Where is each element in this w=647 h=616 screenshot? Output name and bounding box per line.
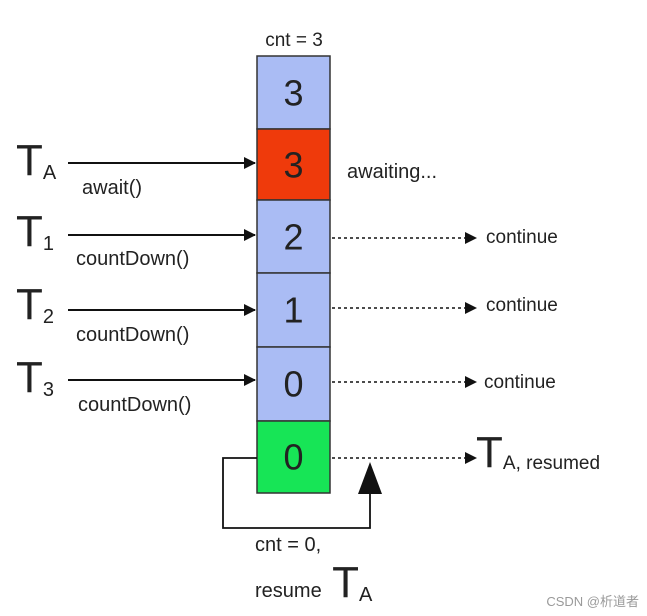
resume-loop-arrowhead (358, 462, 382, 494)
continue-label-1: continue (486, 227, 558, 248)
stack-cell-1 (256, 128, 331, 201)
stack-cell-0 (256, 55, 331, 130)
stack-cell-2-value: 2 (283, 217, 303, 258)
thread-a-label: TA (16, 136, 57, 185)
stack-cell-3-value: 1 (283, 290, 303, 331)
stack-cell-3 (256, 272, 331, 348)
resumed-label: TA, resumed (476, 428, 600, 477)
thread-2-label: T2 (16, 280, 54, 329)
thread-3-call: countDown() (78, 394, 191, 416)
watermark: CSDN @析道者 (546, 594, 639, 609)
thread-labels: TA await() T1 countDown() T2 countDown()… (16, 136, 191, 416)
resume-loop (222, 457, 382, 529)
stack-cell-5 (256, 420, 331, 494)
stack-cell-5-value: 0 (283, 437, 303, 478)
thread-1-label: T1 (16, 207, 54, 256)
bottom-resume-label: resume TA (255, 558, 373, 607)
continue-label-2: continue (486, 295, 558, 316)
stack-cell-1-value: 3 (283, 145, 303, 186)
stack-cell-0-value: 3 (283, 73, 303, 114)
stack-cell-4-value: 0 (283, 364, 303, 405)
counter-label: cnt = 3 (265, 30, 323, 51)
thread-2-call: countDown() (76, 324, 189, 346)
bottom-counter-label: cnt = 0, (255, 534, 321, 556)
awaiting-label: awaiting... (347, 161, 437, 183)
thread-1-call: countDown() (76, 248, 189, 270)
thread-a-call: await() (82, 177, 142, 199)
continue-arrows (332, 232, 477, 464)
continue-label-3: continue (484, 372, 556, 393)
stack: 3 3 2 1 0 0 (256, 55, 331, 494)
stack-cell-2 (256, 199, 331, 274)
thread-3-label: T3 (16, 353, 54, 402)
thread-arrows (68, 157, 256, 386)
resume-loop-line (222, 457, 371, 529)
